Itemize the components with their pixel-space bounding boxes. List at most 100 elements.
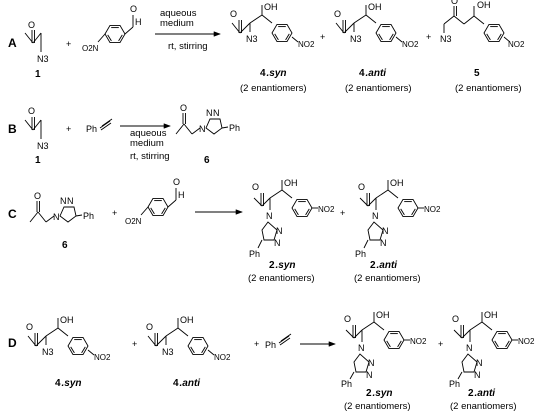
triazole-n: N [276, 226, 283, 236]
compound-label-1: 1 [35, 69, 41, 80]
product-5-structure: O OH N3 NO2 [440, 0, 525, 49]
stereo-suffix: .syn [62, 378, 82, 389]
triazole-n: N [53, 212, 60, 222]
row-a: A O N3 1 + H O O2N aqueous medium rt, st… [8, 0, 525, 94]
triazole-n: N [372, 211, 379, 221]
product-4-anti-structure: O OH N3 NO2 [334, 2, 419, 49]
svg-text:O: O [334, 9, 341, 19]
hydroxyl-group: OH [477, 0, 491, 10]
condition-line: medium [160, 18, 194, 29]
hydroxyl-group: OH [60, 315, 74, 325]
compound-label-4: 4 [359, 68, 365, 79]
condition-line: rt, stirring [168, 41, 208, 52]
enantiomer-note: (2 enantiomers) [345, 83, 412, 94]
svg-text:O: O [358, 182, 365, 192]
phenyl-group: Ph [83, 211, 94, 221]
svg-text:O: O [130, 4, 137, 14]
compound-label-2: 2 [468, 388, 474, 399]
stereo-suffix: .anti [180, 378, 201, 389]
product-4-syn-structure: O OH N3 NO2 [230, 2, 315, 49]
product-2-syn-structure: O OH N N N Ph NO2 [249, 178, 335, 259]
compound-label-6: 6 [62, 240, 68, 251]
hydroxyl-group: OH [368, 2, 382, 12]
triazole-n: N [368, 358, 375, 368]
azide-group: N3 [37, 54, 49, 64]
hydroxyl-group: OH [390, 178, 404, 188]
phenyl-group: Ph [86, 124, 97, 134]
triazole-n: N [60, 196, 67, 206]
svg-text:O: O [344, 314, 351, 324]
phenyl-group: Ph [341, 379, 352, 389]
product-2-anti-structure: O OH N N N Ph NO2 [449, 310, 535, 389]
stereo-suffix: .anti [366, 68, 387, 79]
plus-sign: + [66, 124, 71, 134]
nitro-group: O2N [125, 217, 142, 226]
row-c: C O N N N Ph 6 + H O O2N [8, 177, 441, 284]
enantiomer-note: (2 enantiomers) [354, 273, 421, 284]
svg-text:O: O [452, 314, 459, 324]
compound-label-2: 2 [366, 388, 372, 399]
product-2-anti-structure: O OH N N N Ph NO2 [355, 178, 441, 259]
row-letter-a: A [8, 36, 17, 50]
condition-line: medium [130, 138, 164, 149]
triazole-n: N [274, 238, 281, 248]
svg-text:O: O [28, 106, 35, 116]
svg-text:O: O [34, 191, 41, 201]
compound-label-1: 1 [35, 155, 41, 166]
phenylacetylene-structure: Ph [86, 118, 113, 134]
stereo-suffix: .syn [276, 260, 296, 271]
row-letter-d: D [8, 336, 17, 350]
nitro-group: NO2 [298, 40, 315, 49]
compound-label-6: 6 [204, 155, 210, 166]
condition-line: rt, stirring [130, 151, 170, 162]
svg-text:O: O [230, 9, 237, 19]
plus-sign: + [438, 339, 443, 349]
row-letter-c: C [8, 207, 17, 221]
azide-group: N3 [246, 34, 258, 44]
svg-text:O: O [173, 177, 180, 187]
triazole-6-structure: O N N N Ph [29, 191, 94, 223]
stereo-suffix: .anti [377, 260, 398, 271]
row-d: D O OH N3 NO2 4 .syn + [8, 310, 535, 412]
triazole-n: N [67, 196, 74, 206]
azide-group: N3 [350, 34, 362, 44]
triazole-n: N [213, 108, 220, 118]
azide-group: N3 [42, 347, 54, 357]
stereo-suffix: .syn [267, 68, 287, 79]
compound-label-2: 2 [269, 260, 275, 271]
nitro-group: NO2 [402, 40, 419, 49]
triazole-n: N [476, 358, 483, 368]
compound-label-2: 2 [370, 260, 376, 271]
triazole-n: N [380, 238, 387, 248]
enantiomer-note: (2 enantiomers) [248, 273, 315, 284]
plus-sign: + [426, 32, 431, 42]
plus-sign: + [340, 208, 345, 218]
nitro-group: NO2 [518, 337, 535, 346]
nitro-group: NO2 [318, 205, 335, 214]
aldehyde-h: H [178, 190, 185, 200]
stereo-suffix: .syn [373, 388, 393, 399]
plus-sign: + [254, 339, 259, 349]
compound-1-structure: O N3 [24, 20, 49, 64]
plus-sign: + [132, 339, 137, 349]
nitro-group: O2N [82, 44, 99, 53]
compound-label-4: 4 [260, 68, 266, 79]
nitro-group: NO2 [94, 353, 111, 362]
plus-sign: + [66, 39, 71, 49]
plus-sign: + [320, 32, 325, 42]
aldehyde-h: H [135, 17, 142, 27]
hydroxyl-group: OH [284, 178, 298, 188]
p-nitrobenzaldehyde-structure: H O O2N [125, 177, 185, 226]
stereo-suffix: .anti [475, 388, 496, 399]
svg-text:O: O [252, 182, 259, 192]
phenyl-group: Ph [229, 123, 240, 133]
svg-text:O: O [180, 103, 187, 113]
compound-1-structure: O N3 [24, 106, 49, 151]
row-b: B O N3 1 + Ph aqueous medium rt, stirrin… [8, 103, 240, 166]
triazole-n: N [466, 343, 473, 353]
hydroxyl-group: OH [264, 2, 278, 12]
azide-group: N3 [440, 34, 452, 44]
nitro-group: NO2 [410, 337, 427, 346]
hydroxyl-group: OH [180, 315, 194, 325]
